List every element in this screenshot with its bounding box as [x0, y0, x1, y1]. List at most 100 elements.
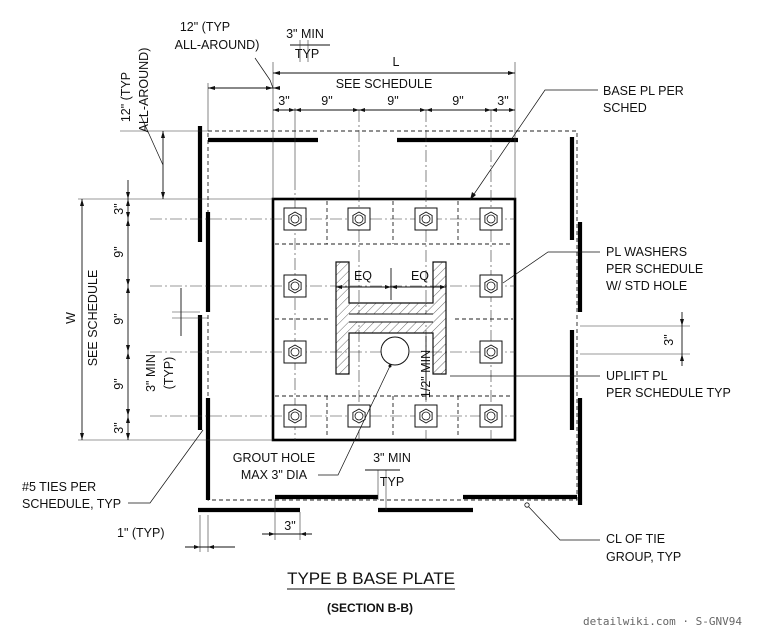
typ-all-around-left-1: 12" (TYP [119, 72, 133, 122]
anchor-rod [479, 274, 503, 298]
min-top-2: TYP [295, 47, 319, 61]
anchor-nut [484, 278, 498, 294]
uplift-pl-note-1: UPLIFT PL [606, 369, 668, 383]
grout-hole-leader [318, 365, 391, 476]
plate-washer [479, 340, 503, 364]
see-schedule-left: SEE SCHEDULE [86, 270, 100, 367]
anchor-nut [484, 408, 498, 424]
base-pl-note-1: BASE PL PER [603, 84, 684, 98]
dim-w-label: W [64, 312, 78, 324]
eq-right-label: EQ [411, 269, 429, 283]
plate-washer [479, 404, 503, 428]
rebar-ties [197, 126, 583, 513]
spacing-top-4: 9" [452, 94, 463, 108]
ties-leader [128, 429, 204, 504]
pl-washers-note-2: PER SCHEDULE [606, 262, 703, 276]
spacing-left-1: 3" [112, 203, 126, 214]
anchor-rod-circle [290, 411, 300, 421]
bottom-small-dims [185, 469, 400, 552]
anchor-rod [479, 340, 503, 364]
anchor-rod-circle [486, 214, 496, 224]
left-dimension-lines [78, 113, 273, 441]
pl-washers-note-1: PL WASHERS [606, 245, 687, 259]
cl-tie-note-2: GROUP, TYP [606, 550, 681, 564]
anchor-nut [419, 408, 433, 424]
anchor-rod [283, 274, 307, 298]
anchor-rod [479, 207, 503, 231]
cl-tie-leader [526, 504, 600, 541]
pl-washers-note-3: W/ STD HOLE [606, 279, 687, 293]
spacing-left-5: 3" [112, 422, 126, 433]
min-bottom-1: 3" MIN [373, 451, 411, 465]
plate-washer [347, 404, 371, 428]
tie-group-centerline [207, 130, 578, 501]
grout-hole [380, 336, 410, 366]
dim-l-label: L [393, 55, 400, 69]
anchor-rod [414, 207, 438, 231]
eq-dimension [336, 268, 446, 300]
typ-all-around-top-1: 12" (TYP [180, 20, 230, 34]
plate-washer [414, 404, 438, 428]
column-section [335, 261, 447, 375]
top-dimension-lines [207, 40, 516, 199]
anchor-nut [352, 408, 366, 424]
anchor-nut [484, 344, 498, 360]
plate-washer [283, 274, 307, 298]
spacing-left-2: 9" [112, 246, 126, 257]
spacing-top-5: 3" [497, 94, 508, 108]
cl-tie-note-1: CL OF TIE [606, 532, 665, 546]
right-small-dim [580, 312, 690, 366]
anchor-rod [283, 340, 307, 364]
anchor-rod-circle [486, 411, 496, 421]
anchor-rod [283, 207, 307, 231]
anchor-nut [288, 211, 302, 227]
three-bottom-label: 3" [284, 519, 295, 533]
anchor-nut [484, 211, 498, 227]
min-left-2: (TYP) [162, 357, 176, 390]
plate-washer [347, 207, 371, 231]
eq-left-label: EQ [354, 269, 372, 283]
grout-hole-note-2: MAX 3" DIA [241, 468, 308, 482]
base-pl-note-2: SCHED [603, 101, 647, 115]
spacing-left-4: 9" [112, 378, 126, 389]
anchor-rod-circle [421, 214, 431, 224]
anchor-nut [419, 211, 433, 227]
min-top-1: 3" MIN [286, 27, 324, 41]
plate-washer [479, 274, 503, 298]
plate-washer [283, 340, 307, 364]
anchor-grid-centerlines [150, 110, 515, 440]
typ-all-around-left-2: ALL-AROUND) [137, 48, 151, 133]
spacing-top-1: 3" [278, 94, 289, 108]
one-typ-label: 1" (TYP) [117, 526, 165, 540]
drawing-title: TYPE B BASE PLATE [287, 569, 455, 588]
anchor-rod [347, 404, 371, 428]
pl-washers-leader [502, 251, 600, 284]
ties-note-1: #5 TIES PER [22, 480, 96, 494]
watermark: detailwiki.com · S-GNV94 [583, 615, 742, 628]
plate-washer [283, 207, 307, 231]
plate-washer [479, 207, 503, 231]
anchor-nut [288, 278, 302, 294]
uplift-pl-note-2: PER SCHEDULE TYP [606, 386, 731, 400]
anchor-rod-circle [486, 347, 496, 357]
anchor-nut [288, 344, 302, 360]
typ-all-around-top-2: ALL-AROUND) [175, 38, 260, 52]
min-left-1: 3" MIN [144, 354, 158, 392]
anchor-nut [288, 408, 302, 424]
anchor-rod-circle [486, 281, 496, 291]
plate-dashed-grid [275, 201, 513, 438]
base-plate-outline [271, 197, 517, 442]
spacing-top-3: 9" [387, 94, 398, 108]
anchor-rod [347, 207, 371, 231]
anchor-rod-circle [421, 411, 431, 421]
grout-hole-note-1: GROUT HOLE [233, 451, 315, 465]
min-bottom-2: TYP [380, 475, 404, 489]
ties-note-2: SCHEDULE, TYP [22, 497, 121, 511]
anchor-rods [283, 207, 503, 428]
plate-washer [283, 404, 307, 428]
anchor-rod [283, 404, 307, 428]
see-schedule-top: SEE SCHEDULE [336, 77, 433, 91]
base-pl-leader [469, 89, 598, 201]
anchor-rod [479, 404, 503, 428]
